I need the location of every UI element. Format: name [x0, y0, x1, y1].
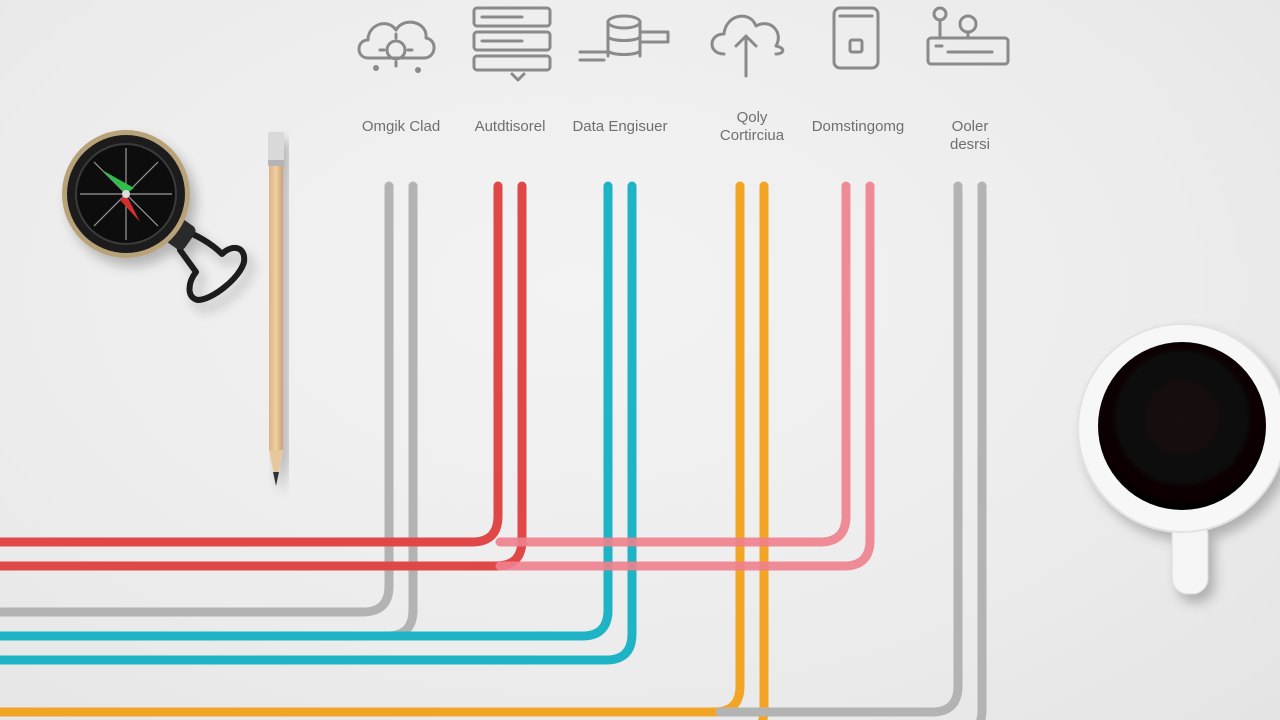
network-icon: [926, 6, 1010, 66]
database-icon: [578, 14, 670, 62]
path-line-other-1: [715, 181, 963, 717]
role-label-other-line2: desrsi: [950, 136, 990, 153]
server-stack-icon: [472, 6, 552, 82]
cloud-upload-icon: [710, 14, 785, 78]
path-line-cloud-1: [0, 181, 394, 617]
path-line-dev-2: [495, 181, 875, 571]
path-line-data-1: [0, 181, 613, 641]
device-icon: [832, 6, 880, 70]
path-line-data-2: [0, 181, 637, 665]
compass-icon: [62, 130, 248, 303]
pencil-icon: [268, 132, 284, 486]
cloud-gear-icon: [357, 20, 436, 73]
career-path-lines: [0, 181, 987, 720]
role-label-contrib-line2: Cortirciua: [720, 127, 785, 144]
path-line-other-2: [976, 181, 987, 720]
coffee-cup-icon: [1077, 323, 1280, 595]
icons-row: [357, 6, 1010, 82]
role-label-contrib: Qoly: [737, 109, 768, 126]
role-labels: Omgik Clad Autdtisorel Data Engisuer QolyCo…: [362, 109, 990, 153]
path-line-architect-1: [0, 181, 503, 547]
path-line-contrib-1: [0, 181, 745, 717]
role-label-other: Ooler: [952, 118, 989, 135]
role-label-data: Data Engisuer: [572, 118, 667, 135]
role-label-cloud: Omgik Clad: [362, 118, 440, 135]
path-line-architect-2: [0, 181, 527, 571]
role-label-dev: Domstingomg: [812, 118, 905, 135]
path-line-dev-1: [495, 181, 851, 547]
role-label-architect: Autdtisorel: [475, 118, 546, 135]
